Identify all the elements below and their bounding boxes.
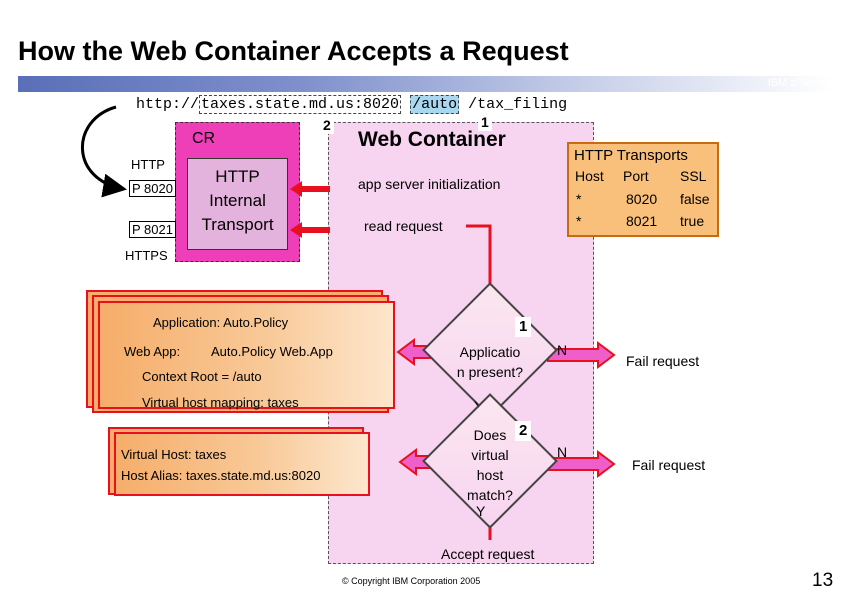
read-request-label: read request	[364, 218, 443, 234]
transports-row2-port: 8021	[626, 213, 658, 229]
decision2-number: 2	[515, 421, 532, 441]
fail-arrow-1	[547, 341, 616, 369]
transports-row2-ssl: true	[680, 213, 705, 229]
fail-request-1: Fail request	[626, 353, 700, 369]
cr-label: CR	[192, 130, 216, 147]
transports-col-host: Host	[575, 168, 604, 184]
transports-row1-ssl: false	[680, 191, 710, 207]
decision2-yes: Y	[476, 503, 486, 519]
decision1-no: N	[557, 342, 568, 358]
context-root: Context Root = /auto	[142, 369, 262, 384]
url-scheme: http://	[136, 96, 200, 113]
url-context-root: /auto	[410, 95, 460, 114]
request-url: http://taxes.state.md.us:8020 /auto /tax…	[136, 95, 568, 114]
application-card	[98, 301, 395, 409]
page-title: How the Web Container Accepts a Request	[18, 36, 569, 66]
transport-line-2: Internal	[209, 191, 266, 210]
web-container-title: Web Container	[358, 128, 506, 151]
transports-col-port: Port	[623, 168, 649, 184]
http-internal-transport: HTTP Internal Transport	[187, 158, 288, 250]
transports-row1-port: 8020	[626, 191, 658, 207]
brand-label: IBM z/Series	[767, 77, 830, 89]
virtual-host-mapping: Virtual host mapping: taxes	[142, 395, 299, 410]
fail-request-2: Fail request	[632, 457, 706, 473]
transports-row2-host: *	[576, 213, 582, 229]
virtual-host-alias: Host Alias: taxes.state.md.us:8020	[121, 468, 321, 483]
virtual-host-name: Virtual Host: taxes	[121, 447, 227, 462]
fail-arrow-2	[547, 450, 616, 478]
transport-line-1: HTTP	[215, 167, 260, 186]
https-label: HTTPS	[125, 248, 168, 263]
http-transports-title: HTTP Transports	[574, 147, 688, 164]
copyright: © Copyright IBM Corporation 2005	[342, 576, 481, 586]
decision1-text: Applicatio n present?	[440, 342, 540, 382]
decision2-text: Does virtual host match?	[440, 425, 540, 505]
title-banner	[18, 76, 832, 92]
decision2-line-1: Does	[473, 427, 507, 443]
decision2-no: N	[557, 444, 568, 460]
https-port: P 8021	[129, 221, 176, 238]
transports-row1-host: *	[576, 191, 582, 207]
decision2-line-2: virtual	[471, 447, 509, 463]
url-host-port: taxes.state.md.us:8020	[199, 95, 402, 114]
http-label: HTTP	[131, 157, 165, 172]
virtual-host-card	[114, 432, 370, 496]
read-arrow	[290, 222, 330, 238]
decision1-line-1: Applicatio	[459, 344, 521, 360]
init-arrow	[290, 181, 330, 197]
app-server-init-label: app server initialization	[358, 176, 501, 192]
accept-request-label: Accept request	[441, 546, 535, 562]
http-transports-box	[567, 142, 719, 237]
read-request-line	[466, 224, 492, 302]
url-path: /tax_filing	[468, 96, 568, 113]
application-title: Application: Auto.Policy	[153, 315, 289, 330]
transports-col-ssl: SSL	[680, 168, 707, 184]
web-app-value: Auto.Policy Web.App	[211, 344, 333, 359]
decision2-line-4: match?	[467, 487, 513, 503]
url-to-port-arrow	[80, 105, 127, 198]
decision2-line-3: host	[476, 467, 504, 483]
page-number: 13	[812, 570, 834, 591]
http-port: P 8020	[129, 180, 176, 197]
transport-line-3: Transport	[201, 215, 274, 234]
url-marker-2: 2	[320, 117, 334, 134]
decision1-number: 1	[515, 317, 532, 337]
web-app-label: Web App:	[124, 344, 181, 359]
url-marker-1: 1	[478, 114, 492, 131]
decision1-line-2: n present?	[456, 364, 524, 380]
